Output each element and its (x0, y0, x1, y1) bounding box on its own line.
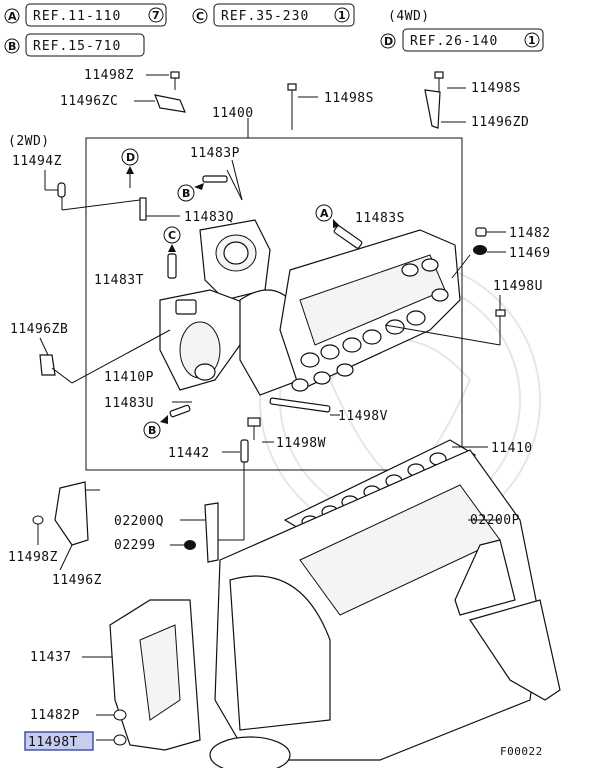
label-11483s[interactable]: 11483S (355, 211, 405, 226)
nut-02299[interactable] (170, 540, 196, 550)
svg-text:7: 7 (152, 9, 160, 22)
ref-a[interactable]: A REF.11-110 7 (4, 3, 167, 27)
svg-text:D: D (126, 151, 135, 164)
label-11483u[interactable]: 11483U (104, 396, 154, 411)
svg-text:C: C (168, 229, 176, 242)
bracket-02200q[interactable] (180, 502, 219, 563)
bolt-11498u[interactable] (384, 295, 506, 346)
label-11410[interactable]: 11410 (491, 441, 533, 456)
label-11483p[interactable]: 11483P (190, 146, 240, 161)
svg-text:REF.11-110: REF.11-110 (33, 9, 121, 24)
svg-text:A: A (8, 10, 17, 23)
stud-11483q[interactable] (139, 197, 180, 221)
label-11496zd[interactable]: 11496ZD (471, 115, 529, 130)
callout-c[interactable]: C (163, 226, 181, 279)
label-02299[interactable]: 02299 (114, 538, 156, 553)
label-11498z-bottom[interactable]: 11498Z (8, 550, 58, 565)
svg-text:A: A (320, 207, 329, 220)
bracket-11494z[interactable] (44, 170, 141, 211)
label-11496zc[interactable]: 11496ZC (60, 94, 118, 109)
callout-b-top[interactable]: B (177, 159, 243, 202)
label-11482p[interactable]: 11482P (30, 708, 80, 723)
label-11498u[interactable]: 11498U (493, 279, 543, 294)
label-11496zb[interactable]: 11496ZB (10, 322, 68, 337)
label-twowd: (2WD) (8, 134, 50, 149)
bracket-11496z[interactable] (54, 481, 100, 571)
bolt-11498s-mid[interactable] (287, 83, 318, 130)
svg-text:B: B (148, 424, 156, 437)
cylinder-head (209, 449, 541, 768)
svg-text:B: B (182, 187, 190, 200)
bolt-11498z-top[interactable] (146, 71, 180, 90)
label-11498w[interactable]: 11498W (276, 436, 326, 451)
svg-text:1: 1 (338, 9, 346, 22)
bracket-11437[interactable] (82, 599, 201, 751)
manifold-runners (291, 258, 449, 392)
label-11483t[interactable]: 11483T (94, 273, 144, 288)
label-11483q[interactable]: 11483Q (184, 210, 234, 225)
label-11469[interactable]: 11469 (509, 246, 551, 261)
svg-text:11498T: 11498T (28, 735, 78, 750)
intake-manifold-11400[interactable] (159, 219, 461, 396)
label-11494z[interactable]: 11494Z (12, 154, 62, 169)
svg-text:1: 1 (528, 34, 536, 47)
svg-text:REF.15-710: REF.15-710 (33, 39, 121, 54)
bolt-11498w[interactable] (247, 417, 274, 443)
bolt-11498t[interactable] (96, 734, 127, 746)
bracket-02200p[interactable] (454, 519, 516, 616)
label-11442[interactable]: 11442 (168, 446, 210, 461)
svg-text:REF.35-230: REF.35-230 (221, 9, 309, 24)
label-02200q[interactable]: 02200Q (114, 514, 164, 529)
ref-d[interactable]: D REF.26-140 1 (380, 28, 544, 52)
bracket-11496zc[interactable] (134, 94, 186, 113)
svg-text:C: C (196, 10, 204, 23)
washer-11469[interactable] (451, 245, 506, 279)
label-11498s-mid[interactable]: 11498S (324, 91, 374, 106)
svg-text:REF.26-140: REF.26-140 (410, 34, 498, 49)
nut-11482p[interactable] (96, 709, 127, 721)
stud-11442[interactable] (215, 439, 249, 541)
exhaust-manifold (469, 599, 561, 701)
ref-c[interactable]: C REF.35-230 1 (192, 3, 355, 27)
svg-text:B: B (8, 40, 16, 53)
label-11482-top[interactable]: 11482 (509, 226, 551, 241)
plug-11482[interactable] (475, 227, 506, 237)
callout-b-bottom[interactable]: B (143, 404, 191, 439)
label-11498v[interactable]: 11498V (338, 409, 388, 424)
label-11496z[interactable]: 11496Z (52, 573, 102, 588)
label-02200p[interactable]: 02200P (470, 513, 520, 528)
bolt-11498s-right[interactable] (424, 71, 466, 129)
svg-text:D: D (384, 35, 393, 48)
label-11410p[interactable]: 11410P (104, 370, 154, 385)
label-11498t-selected[interactable]: 11498T (24, 731, 94, 751)
label-11437[interactable]: 11437 (30, 650, 72, 665)
label-11498z-top[interactable]: 11498Z (84, 68, 134, 83)
callout-d[interactable]: D (121, 148, 139, 188)
ref-b[interactable]: B REF.15-710 (4, 33, 145, 57)
fourwd-note: (4WD) (388, 9, 430, 24)
label-11498s-right[interactable]: 11498S (471, 81, 521, 96)
bolt-11498v[interactable] (269, 397, 340, 416)
bracket-11496zb[interactable] (39, 329, 171, 384)
label-11400[interactable]: 11400 (212, 106, 254, 121)
callout-a[interactable]: A (315, 204, 363, 249)
figure-code: F00022 (500, 745, 543, 758)
bolt-11498z-bottom[interactable] (32, 515, 44, 545)
